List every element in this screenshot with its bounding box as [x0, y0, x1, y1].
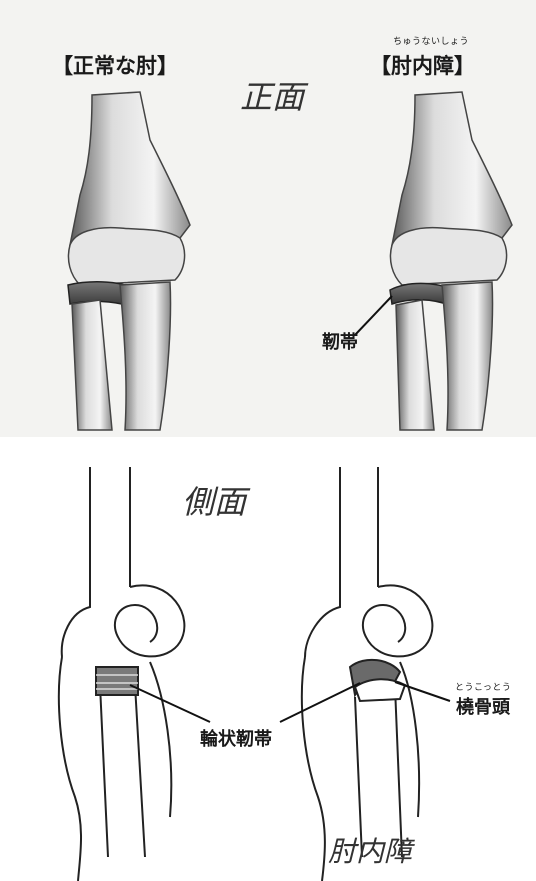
annular-ligament-leader	[130, 685, 210, 722]
ulna-outline	[150, 662, 171, 817]
ulna-bone	[442, 282, 493, 430]
annular-ligament-rings	[96, 667, 138, 695]
side-view-panel: 側面 輪状靭帯 とうこっとう 橈骨頭 肘内障	[0, 437, 536, 881]
radial-head-ruby: とうこっとう	[455, 680, 511, 693]
humerus-outline	[305, 467, 378, 657]
humerus-condyle	[68, 228, 184, 285]
annular-ligament-callout: 輪状靭帯	[200, 725, 272, 751]
radius-bone	[396, 300, 434, 430]
annular-ligament-leader-2	[280, 683, 360, 722]
humerus-shaft	[392, 92, 512, 245]
normal-elbow-title: 【正常な肘】	[52, 50, 178, 80]
radius-outline	[100, 685, 145, 857]
skin-outline	[302, 657, 325, 881]
ligament-leader-line	[355, 296, 392, 335]
radius-bone	[72, 300, 112, 430]
annular-ligament-band	[96, 667, 138, 695]
injury-caption: 肘内障	[328, 830, 412, 870]
injury-title: 【肘内障】	[370, 50, 475, 80]
ligament-callout: 靭帯	[322, 328, 358, 354]
radial-head-callout: 橈骨頭	[456, 693, 510, 719]
normal-elbow-front	[68, 92, 190, 430]
injured-elbow-front	[390, 92, 512, 430]
side-view-label: 側面	[182, 477, 246, 523]
humerus-outline	[62, 467, 130, 657]
trochlea-hook	[115, 585, 185, 656]
humerus-shaft	[70, 92, 190, 245]
front-view-panel: 【正常な肘】 ちゅうないしょう 【肘内障】 正面 靭帯	[0, 0, 536, 437]
front-view-label: 正面	[240, 72, 304, 118]
side-view-illustration	[0, 437, 536, 881]
normal-elbow-side	[59, 467, 185, 881]
injured-elbow-side	[302, 467, 433, 881]
injury-title-ruby: ちゅうないしょう	[393, 34, 469, 47]
humerus-condyle	[390, 228, 506, 285]
trochlea-hook	[363, 585, 433, 656]
ulna-bone	[120, 282, 171, 430]
skin-outline	[59, 657, 81, 881]
